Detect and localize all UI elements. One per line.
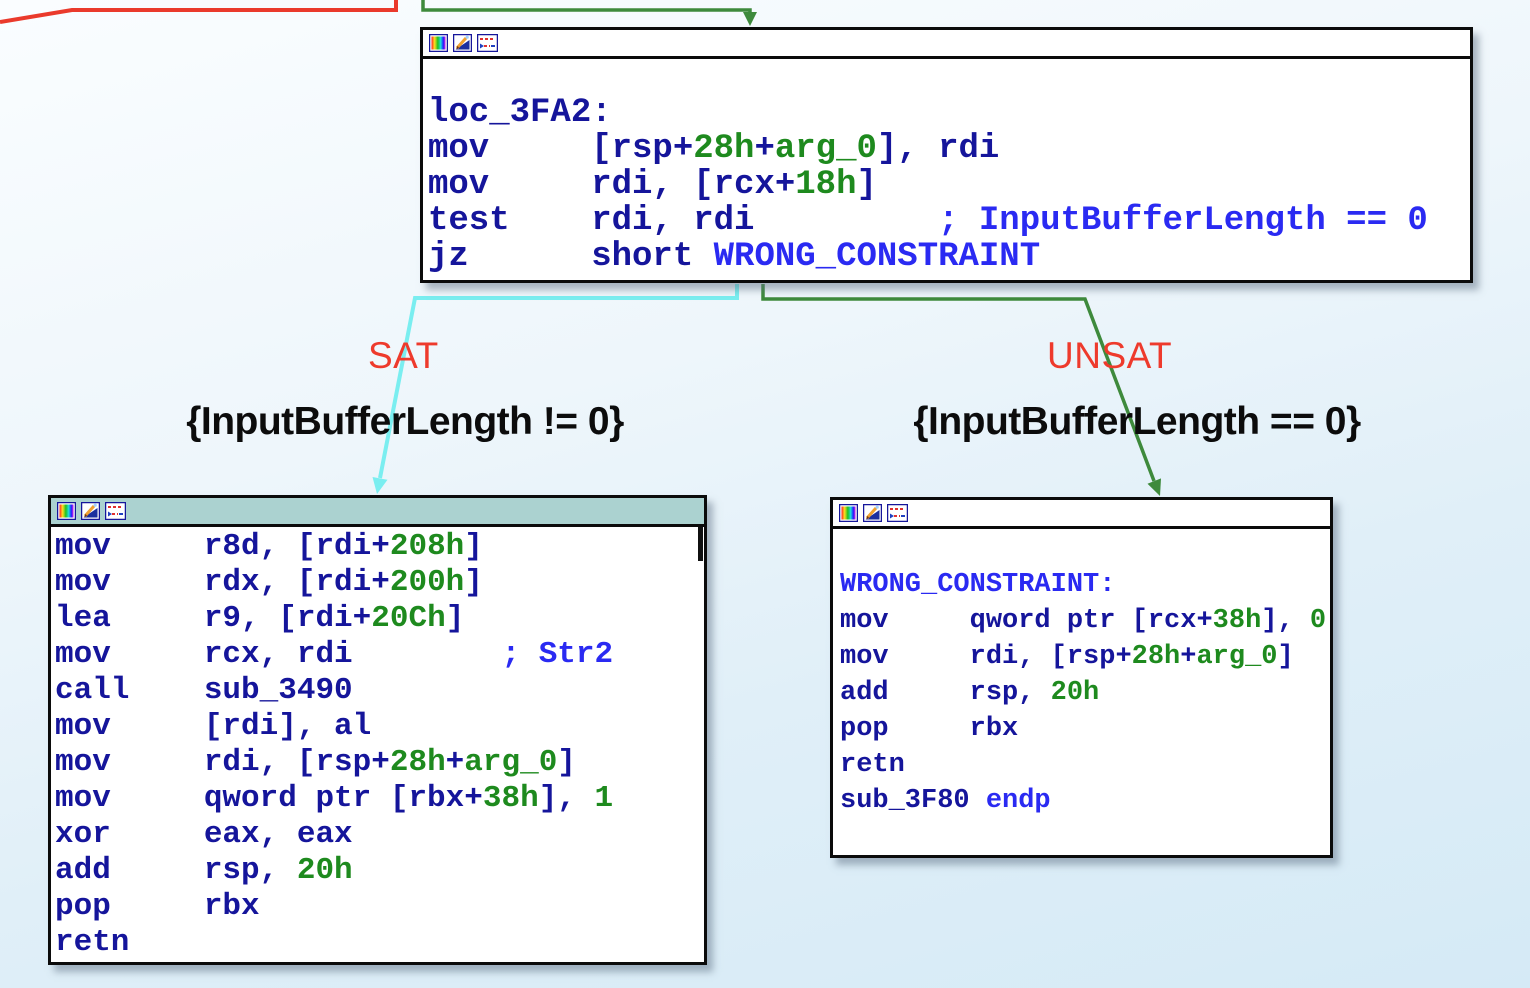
block-titlebar — [423, 30, 1470, 59]
arrowhead-entry-green — [743, 12, 757, 26]
unsat-label: UNSAT — [1047, 335, 1173, 376]
unsat-constraint-label: {InputBufferLength == 0} — [913, 400, 1361, 443]
color-palette-icon[interactable] — [839, 504, 858, 522]
edge-entry-green — [421, 0, 752, 14]
edge-sat-cyan — [378, 284, 739, 479]
basic-block-sat-path[interactable]: mov r8d, [rdi+208h]mov rdx, [rdi+200h]le… — [48, 495, 707, 965]
edit-pencil-icon[interactable] — [863, 504, 882, 522]
disassembly-text[interactable]: mov r8d, [rdi+208h]mov rdx, [rdi+200h]le… — [55, 529, 614, 960]
frame-address-icon[interactable] — [477, 34, 498, 52]
color-palette-icon[interactable] — [429, 34, 448, 52]
sat-label: SAT — [368, 335, 439, 376]
edge-unsat-green — [761, 284, 1156, 482]
basic-block-wrong-constraint[interactable]: WRONG_CONSTRAINT:mov qword ptr [rcx+38h]… — [830, 497, 1333, 858]
block-titlebar — [51, 498, 704, 527]
frame-address-icon[interactable] — [105, 502, 126, 520]
edit-pencil-icon[interactable] — [453, 34, 472, 52]
edge-stray-red — [0, 0, 398, 24]
arrowhead-unsat-green — [1147, 478, 1161, 496]
disassembly-text[interactable]: WRONG_CONSTRAINT:mov qword ptr [rcx+38h]… — [840, 570, 1327, 816]
arrowhead-sat-cyan — [372, 477, 388, 494]
text-cursor — [698, 527, 703, 561]
sat-constraint-label: {InputBufferLength != 0} — [186, 400, 624, 443]
frame-address-icon[interactable] — [887, 504, 908, 522]
block-titlebar — [833, 500, 1330, 529]
edit-pencil-icon[interactable] — [81, 502, 100, 520]
color-palette-icon[interactable] — [57, 502, 76, 520]
